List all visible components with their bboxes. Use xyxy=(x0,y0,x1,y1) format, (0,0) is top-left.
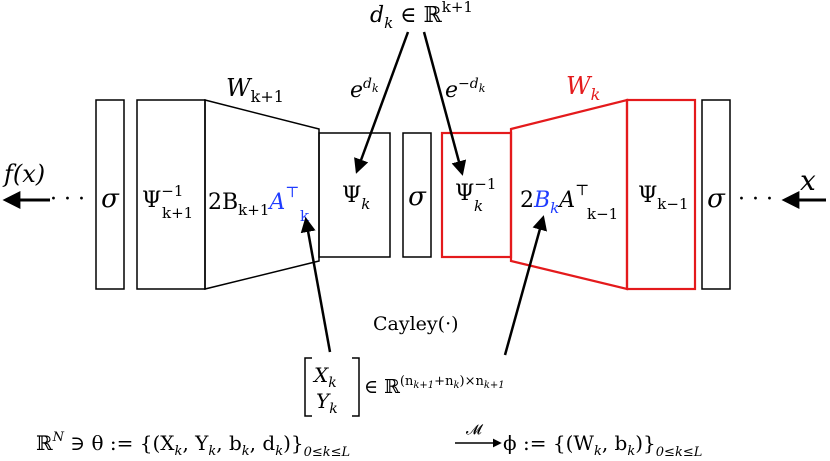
matrix-bracket-right xyxy=(352,357,360,417)
left-dots: · · · xyxy=(50,187,85,212)
center-right-label: 2BkA⊤k−1 xyxy=(520,181,618,223)
sigma-box-right xyxy=(701,99,731,290)
matrix-top: Xk xyxy=(312,363,337,391)
sigma-center-label: σ xyxy=(408,182,427,212)
sigma-right-label: σ xyxy=(707,184,726,214)
psi-prev-label: Ψk−1 xyxy=(638,183,689,213)
w-k-label: Wk xyxy=(566,72,600,104)
matrix-space: ∈ ℝ(nk+1+nk)×nk+1 xyxy=(364,374,505,398)
psi-k-box xyxy=(318,132,391,258)
w-next-label: Wk+1 xyxy=(226,74,284,106)
right-dots: · · · xyxy=(738,187,773,212)
arrow-exp-neg xyxy=(422,31,467,176)
arrow-cayley-right xyxy=(503,215,548,356)
exp-pos-label: edk xyxy=(350,76,379,103)
output-label: f(x) xyxy=(2,160,45,188)
bottom-equation: ℝN ∋ θ := {(Xk, Yk, bk, dk)}0≤k≤L xyxy=(36,430,350,460)
exp-neg-label: e−dk xyxy=(445,76,486,103)
input-label: x xyxy=(800,164,816,197)
sigma-box-left xyxy=(95,99,125,290)
psi-k-label: Ψk xyxy=(342,183,370,213)
bottom-equation-right: ϕ := {(Wk, bk)}0≤k≤L xyxy=(503,431,702,460)
psi-prev-box xyxy=(625,98,697,291)
map-label: 𝓜 xyxy=(466,422,484,438)
matrix-bracket-left xyxy=(304,357,312,417)
arrow-cayley-left xyxy=(300,217,332,353)
psi-inv-k-box xyxy=(440,131,513,259)
w-next-trapezoid xyxy=(204,99,320,290)
arrow-exp-pos xyxy=(354,31,410,174)
center-left-label: 2Bk+1A⊤k xyxy=(208,183,310,225)
dk-label: dk ∈ ℝk+1 xyxy=(370,0,473,32)
sigma-left-label: σ xyxy=(101,184,120,214)
matrix-bottom: Yk xyxy=(316,389,338,417)
sigma-box-center xyxy=(402,132,432,258)
cayley-label: Cayley(·) xyxy=(373,313,459,335)
